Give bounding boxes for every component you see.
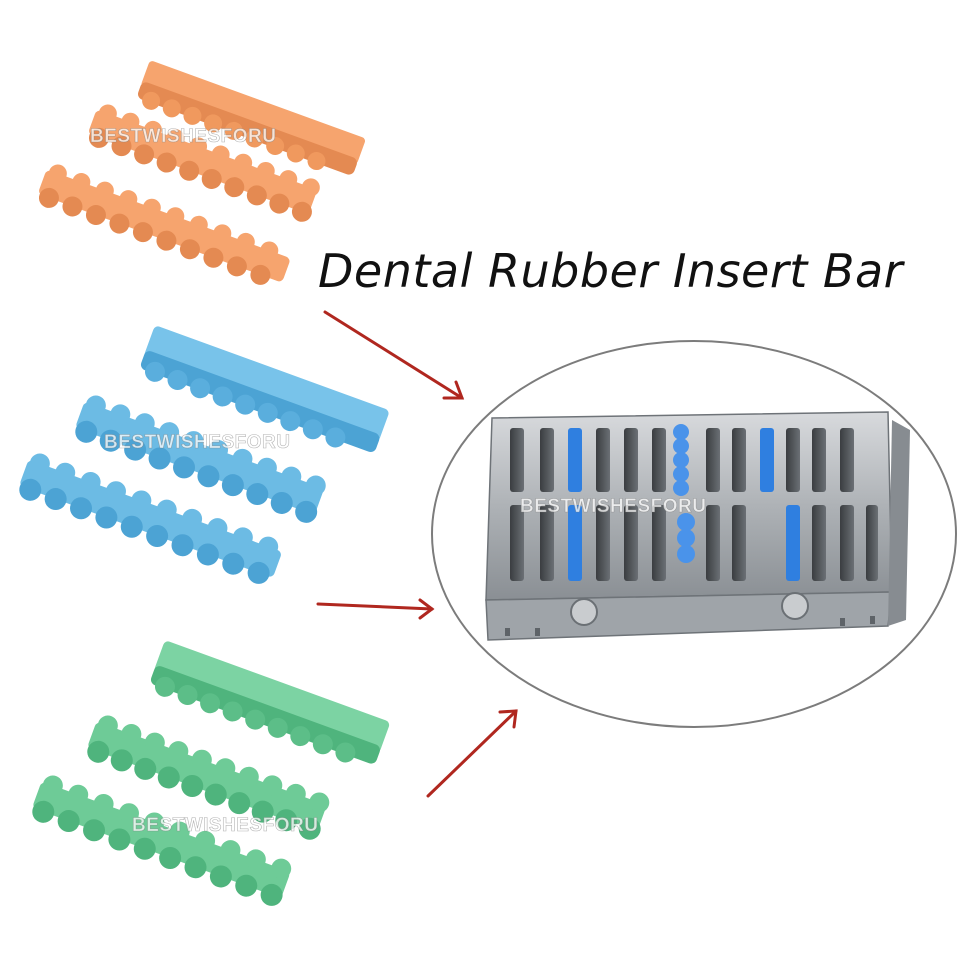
- blue-insert-bars: [19, 326, 389, 584]
- green-insert-bars: [32, 641, 390, 906]
- latch-icon: [781, 592, 809, 620]
- watermark: BESTWISHESFORU: [132, 815, 319, 837]
- watermark: BESTWISHESFORU: [90, 126, 277, 148]
- pointer-arrows: [316, 310, 518, 798]
- watermark: BESTWISHESFORU: [104, 432, 291, 454]
- product-title: Dental Rubber Insert Bar: [318, 244, 904, 298]
- arrow-icon: [316, 598, 435, 620]
- latch-icon: [570, 598, 598, 626]
- arrow-icon: [426, 709, 518, 798]
- orange-insert-bars: [38, 61, 366, 285]
- watermark: BESTWISHESFORU: [520, 496, 707, 518]
- sterilization-tray: [485, 411, 910, 641]
- arrow-icon: [323, 310, 465, 400]
